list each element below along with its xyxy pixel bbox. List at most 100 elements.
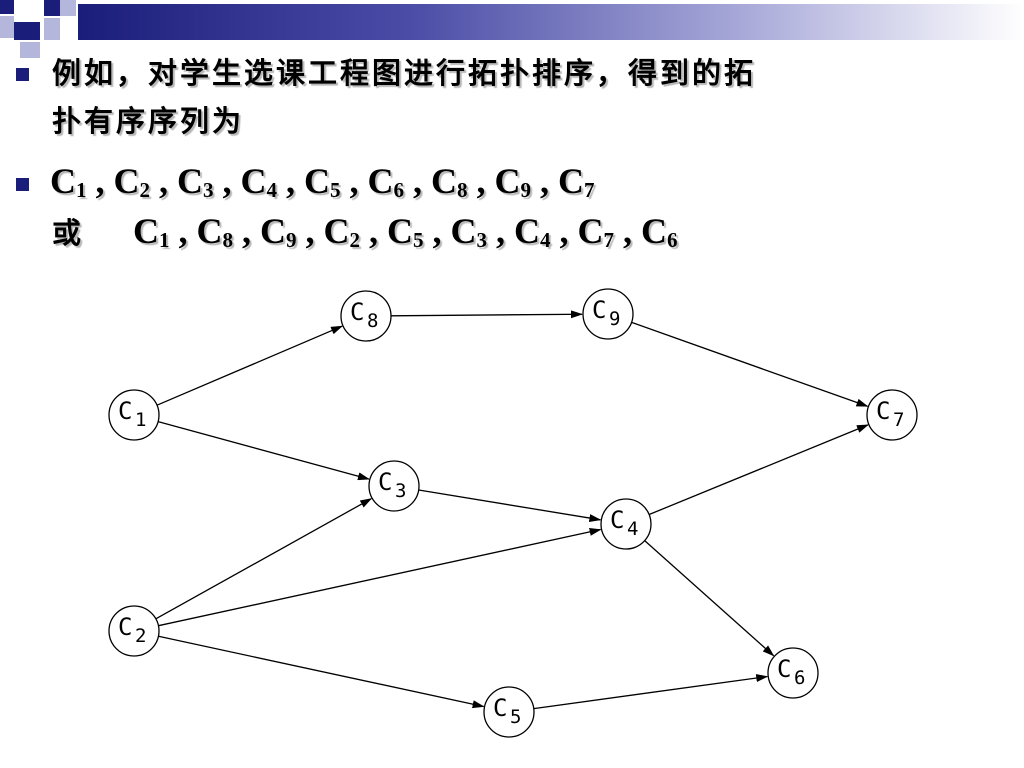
course-letter: C [558,161,584,201]
node-circle [582,288,634,340]
intro-line-1: 例如，对学生选课工程图进行拓扑排序，得到的拓 [52,56,757,90]
bullet-square [16,68,29,81]
edge-c4-to-c6 [644,540,775,657]
course-letter: C [133,211,160,251]
deco-square [0,40,14,56]
node-circle [108,605,160,657]
node-subscript: 7 [893,409,904,431]
edge-c2-to-c3 [155,498,373,620]
edge-c2-to-c4 [158,527,602,627]
or-label: 或 [52,216,82,250]
course-letter: C [50,161,76,201]
course-letter: C [240,161,267,201]
edge-c1-to-c8 [156,325,344,406]
node-subscript: 5 [510,706,521,728]
node-circle [368,460,420,512]
node-subscript: 4 [627,518,638,540]
course-subscript: 5 [413,228,424,252]
course-subscript: 8 [457,178,468,202]
bullet-square [16,178,29,191]
course-subscript: 3 [203,178,214,202]
topological-sequence-1: C1 , C2 , C3 , C4 , C5 , C6 , C8 , C9 , … [50,160,595,203]
course-letter: C [304,161,330,201]
course-subscript: 5 [330,178,341,202]
course-subscript: 2 [139,178,151,202]
course-subscript: 7 [584,178,595,202]
course-subscript: 7 [603,228,615,252]
node-letter: C [493,694,507,722]
deco-square [0,16,14,38]
sequence-1-item: C2 [113,161,151,202]
deco-square [14,22,40,40]
node-circle [108,389,160,441]
course-letter: C [260,211,287,251]
sequence-separator: , [86,161,114,201]
course-letter: C [196,211,223,251]
node-circle [866,389,918,441]
node-subscript: 2 [135,625,146,647]
edge-c9-to-c7 [631,321,869,407]
sequence-separator: , [467,161,495,201]
course-subscript: 2 [349,228,361,252]
sequence-separator: , [277,161,304,201]
course-subscript: 4 [540,228,551,252]
course-subscript: 8 [222,228,234,252]
sequence-2-item: C1 [133,211,170,252]
node-subscript: 3 [395,480,406,502]
course-subscript: 6 [393,178,405,202]
node-circle [767,647,819,699]
node-subscript: 8 [367,310,378,332]
sequence-2-item: C3 [450,211,488,252]
deco-square [44,0,60,16]
course-letter: C [494,161,521,201]
sequence-separator: , [360,211,388,251]
sequence-1-item: C1 [50,161,87,202]
edge-c1-to-c3 [157,420,370,481]
sequence-separator: , [531,161,558,201]
sequence-2-item: C2 [323,211,361,252]
title-bar-gradient [78,4,1024,40]
sequence-1-item: C6 [368,161,405,202]
deco-square [44,18,60,40]
sequence-2-item: C5 [387,211,424,252]
node-letter: C [378,468,392,496]
sequence-separator: , [233,211,261,251]
course-letter: C [577,211,604,251]
node-subscript: 9 [609,308,620,330]
edge-c8-to-c9 [390,310,584,319]
course-letter: C [641,211,668,251]
course-letter: C [450,211,477,251]
deco-square [20,42,40,58]
course-subscript: 4 [266,178,278,202]
sequence-separator: , [423,211,451,251]
edge-c5-to-c6 [533,674,769,710]
edge-c4-to-c7 [648,424,869,516]
topological-sequence-2: C1 , C8 , C9 , C2 , C5 , C3 , C4 , C7 , … [133,211,678,252]
sequence-1-item: C9 [494,161,532,202]
sequence-separator: , [487,211,515,251]
node-circle [483,686,535,738]
deco-square [14,0,40,22]
sequence-1-item: C3 [177,161,214,202]
sequence-separator: , [340,161,368,201]
node-letter: C [777,655,791,683]
node-subscript: 6 [794,667,805,689]
course-letter: C [323,211,350,251]
course-letter: C [113,161,140,201]
node-letter: C [350,298,364,326]
sequence-2-item: C6 [641,211,678,252]
sequence-separator: , [213,161,241,201]
node-circle [340,290,392,342]
node-letter: C [592,296,606,324]
sequence-separator: , [169,211,197,251]
sequence-separator: , [150,161,177,201]
sequence-2-item: C7 [577,211,615,252]
